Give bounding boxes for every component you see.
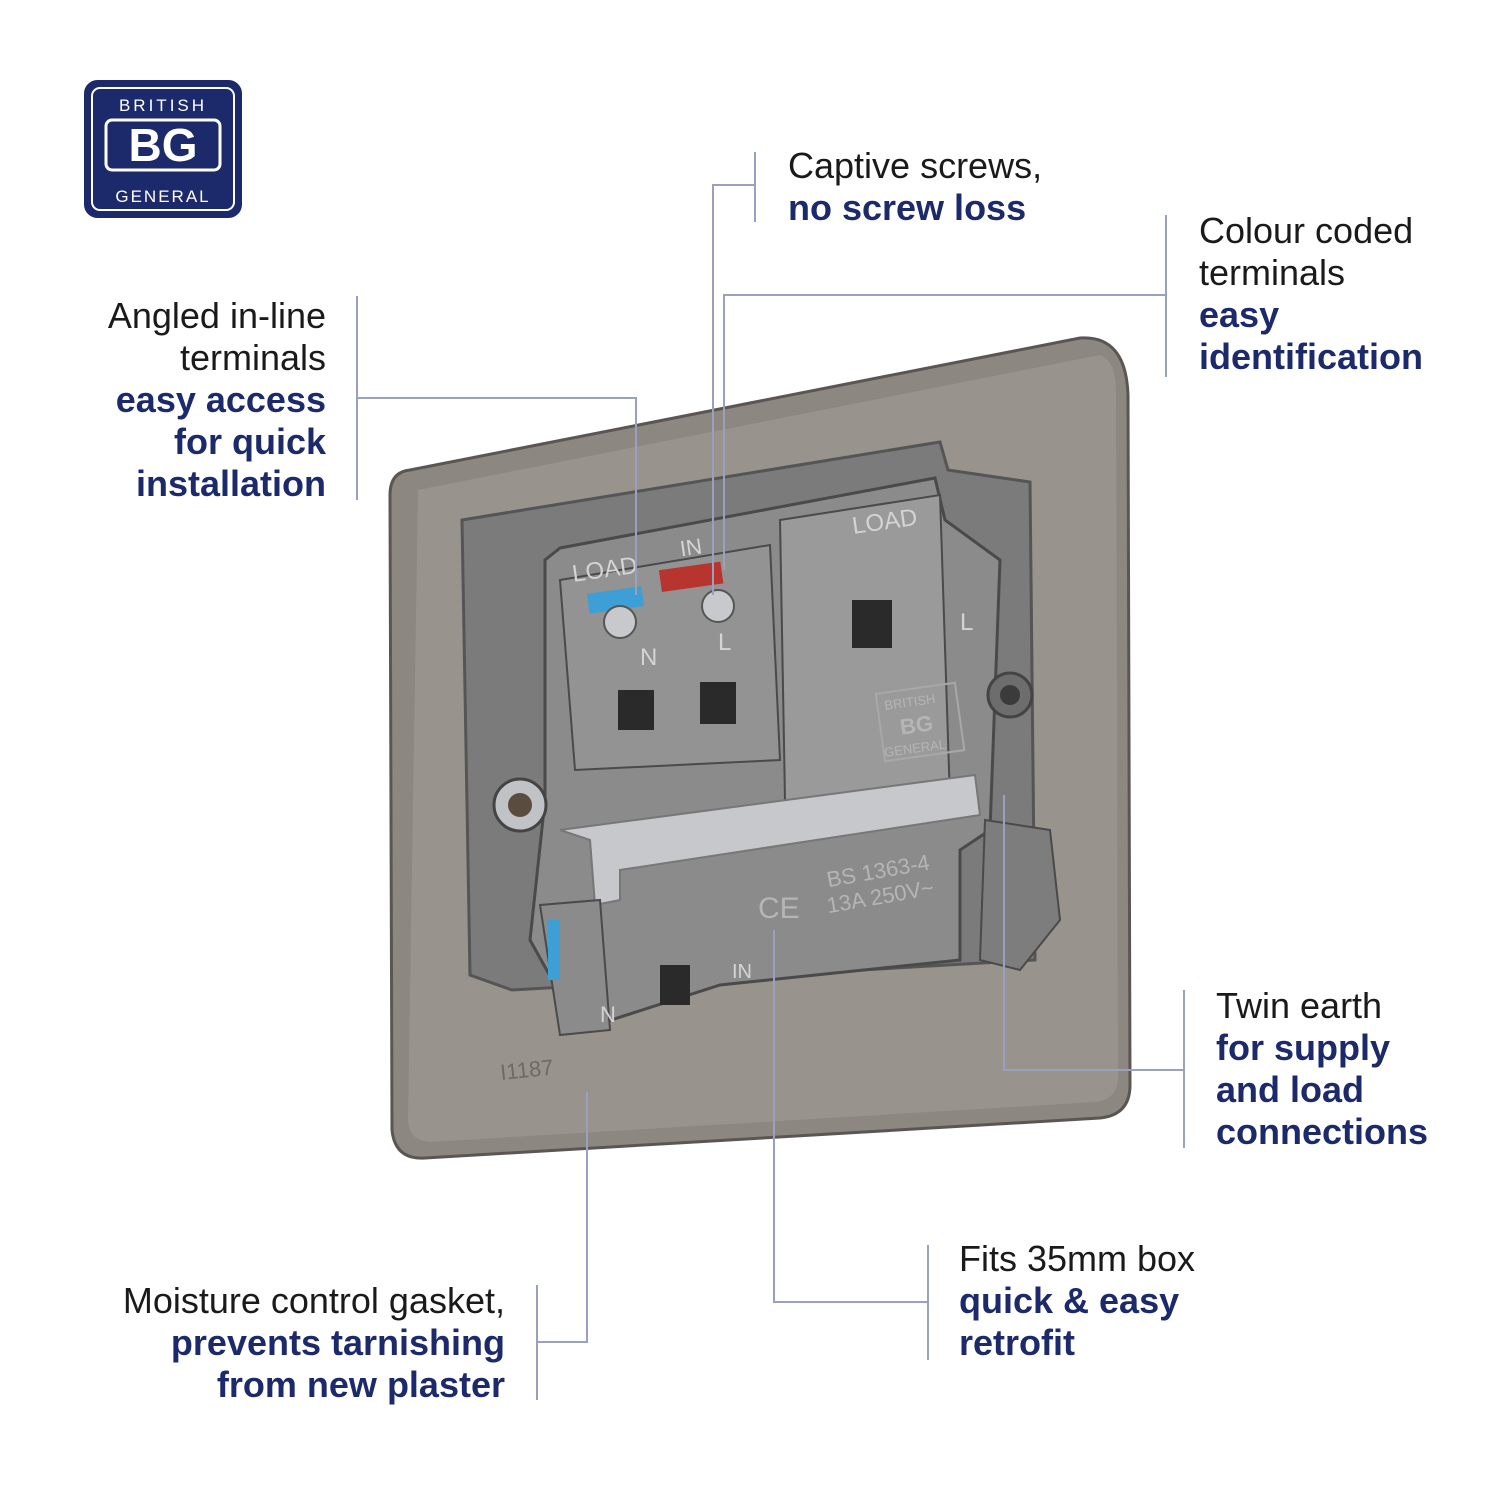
callout-benefit: quick & easy — [959, 1280, 1180, 1321]
callout-benefit: installation — [135, 463, 326, 504]
plate-code: I1187 — [499, 1055, 555, 1085]
callout-text: Angled in-line — [107, 295, 326, 336]
callout-benefit: and load — [1216, 1069, 1365, 1110]
l-label-right: L — [960, 609, 973, 636]
callout-text: terminals — [179, 337, 326, 378]
n-label-bottom: N — [600, 1002, 616, 1027]
callout-benefit: for quick — [173, 421, 326, 462]
in-label-top: IN — [678, 533, 703, 561]
l-label-top: L — [718, 629, 731, 656]
callout-text: Moisture control gasket, — [122, 1280, 505, 1321]
callout-text: Fits 35mm box — [959, 1238, 1196, 1279]
callout-benefit: easy access — [115, 379, 326, 420]
callout-benefit: easy — [1199, 294, 1280, 335]
callout-benefit: retrofit — [959, 1322, 1075, 1363]
callout-fits-box: Fits 35mm box quick & easy retrofit — [959, 1238, 1195, 1364]
housing-brand-mark: BG — [898, 710, 934, 739]
callout-angled-terminals: Angled in-line terminals easy access for… — [108, 295, 326, 505]
logo-top-text: BRITISH — [119, 96, 207, 115]
screw — [701, 589, 735, 623]
callout-twin-earth: Twin earth for supply and load connectio… — [1216, 985, 1428, 1153]
logo-mark: BG — [129, 119, 198, 171]
callout-text: Captive screws, — [788, 145, 1043, 186]
callout-text: Colour coded — [1199, 210, 1414, 251]
callout-colour-coded: Colour coded terminals easy identificati… — [1199, 210, 1423, 378]
logo-bottom-text: GENERAL — [115, 187, 210, 206]
earth-strap — [559, 773, 982, 907]
live-terminal — [658, 561, 724, 593]
callout-benefit: from new plaster — [216, 1364, 505, 1405]
british-general-logo: BRITISH BG GENERAL — [84, 80, 242, 218]
callout-benefit: identification — [1199, 336, 1423, 377]
screw — [603, 605, 637, 639]
callout-text: terminals — [1199, 252, 1346, 293]
callout-benefit: for supply — [1216, 1027, 1391, 1068]
callout-benefit: no screw loss — [788, 187, 1027, 228]
ce-mark: CE — [758, 892, 800, 925]
in-label-bottom: IN — [732, 961, 752, 983]
n-label-top: N — [640, 644, 657, 671]
callout-moisture-gasket: Moisture control gasket, prevents tarnis… — [123, 1280, 505, 1406]
callout-text: Twin earth — [1216, 985, 1383, 1026]
callout-benefit: connections — [1216, 1111, 1429, 1152]
housing-brand-top: BRITISH — [883, 691, 936, 713]
callout-captive-screws: Captive screws, no screw loss — [788, 145, 1042, 229]
callout-benefit: prevents tarnishing — [170, 1322, 505, 1363]
